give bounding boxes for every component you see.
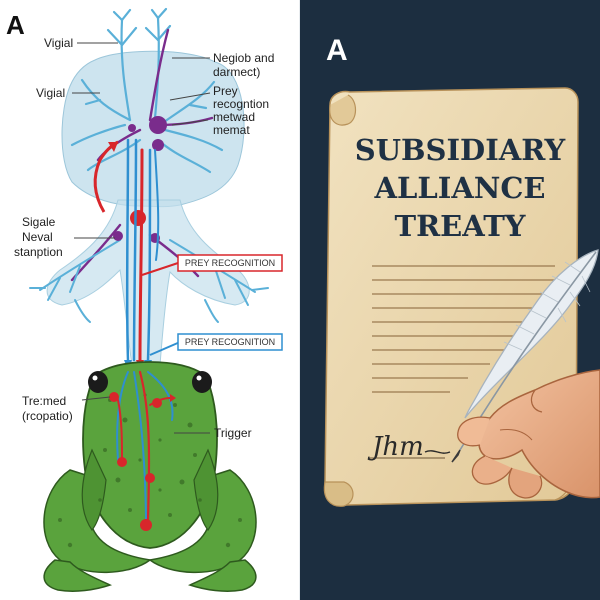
frog-nerve-pathways	[116, 370, 174, 522]
hand-middle-finger	[471, 455, 513, 485]
scroll-bottom-curl	[323, 481, 354, 507]
spinal-nucleus-red	[130, 210, 146, 226]
blue-box-connector	[149, 341, 181, 356]
brain-nucleus-main	[149, 116, 167, 134]
spinal-nucleus-left	[113, 231, 123, 241]
frog-illustration	[43, 361, 257, 592]
hand-index-finger	[457, 416, 491, 447]
frog-node-1	[109, 392, 119, 402]
prey-recognition-blue-label: PREY RECOGNITION	[185, 337, 275, 347]
red-feedback-arrowhead	[108, 142, 118, 152]
brain-nucleus-secondary	[152, 139, 164, 151]
frog-left-foot	[43, 559, 113, 592]
hand-ring-finger	[508, 467, 543, 499]
label-vigial-mid: Vigial	[36, 86, 65, 100]
prey-recognition-blue-box: PREY RECOGNITION	[177, 333, 283, 351]
label-prey-1: Prey	[213, 84, 238, 98]
frog-neural-diagram: PREY RECOGNITION PREY RECOGNITION	[6, 7, 283, 592]
right-panel-letter: A	[326, 34, 348, 67]
frog-node-2	[152, 398, 162, 408]
label-treamed-1: Tre:med	[22, 394, 66, 408]
treaty-title-line2: ALLIANCE	[373, 171, 545, 205]
main-pathways	[125, 138, 160, 362]
leader-lines	[72, 42, 211, 434]
prey-recognition-red-box: PREY RECOGNITION	[177, 254, 283, 272]
label-sigale-3: stanption	[14, 245, 63, 259]
label-trigger: Trigger	[214, 426, 252, 440]
treaty-title-line1: SUBSIDIARY	[355, 133, 566, 167]
label-vigial-top: Vigial	[44, 36, 73, 50]
scroll-top-curl	[329, 94, 357, 126]
label-prey-2: recogntion	[213, 97, 269, 111]
treaty-panel: SUBSIDIARY ALLIANCE TREATY Jhm	[300, 0, 600, 600]
prey-recognition-red-label: PREY RECOGNITION	[185, 258, 275, 268]
treaty-signature: Jhm	[367, 432, 424, 462]
label-prey-3: metwad	[213, 110, 255, 124]
treaty-illustration: SUBSIDIARY ALLIANCE TREATY Jhm	[300, 0, 600, 600]
hand-thumb-crease	[530, 389, 543, 413]
frog-spots	[58, 393, 242, 548]
frog-right-foot	[187, 559, 257, 592]
label-sigale-1: Sigale	[22, 215, 56, 229]
frog-left-eye	[88, 371, 108, 393]
label-prey-4: memat	[213, 123, 250, 137]
label-sigale-2: Neval	[22, 230, 53, 244]
label-negiob-1: Negiob and	[213, 51, 274, 65]
label-negiob-2: darmect)	[213, 65, 260, 79]
treaty-title-line3: TREATY	[395, 209, 526, 243]
frog-node-5	[140, 519, 152, 531]
frog-left-arm	[81, 448, 107, 532]
frog-node-3	[117, 457, 127, 467]
frog-neural-panel: PREY RECOGNITION PREY RECOGNITION	[6, 7, 283, 592]
frog-right-eye	[192, 371, 212, 393]
left-panel-letter: A	[6, 10, 25, 40]
treaty-text-lines	[372, 265, 558, 393]
quill-tip	[451, 449, 461, 463]
frog-node-4	[145, 473, 155, 483]
quill-feather	[464, 249, 599, 419]
label-treamed-2: (rcopatio)	[22, 409, 73, 423]
frog-right-arm	[193, 448, 219, 532]
brain-nucleus-small	[128, 124, 136, 132]
red-box-connector	[141, 262, 179, 276]
